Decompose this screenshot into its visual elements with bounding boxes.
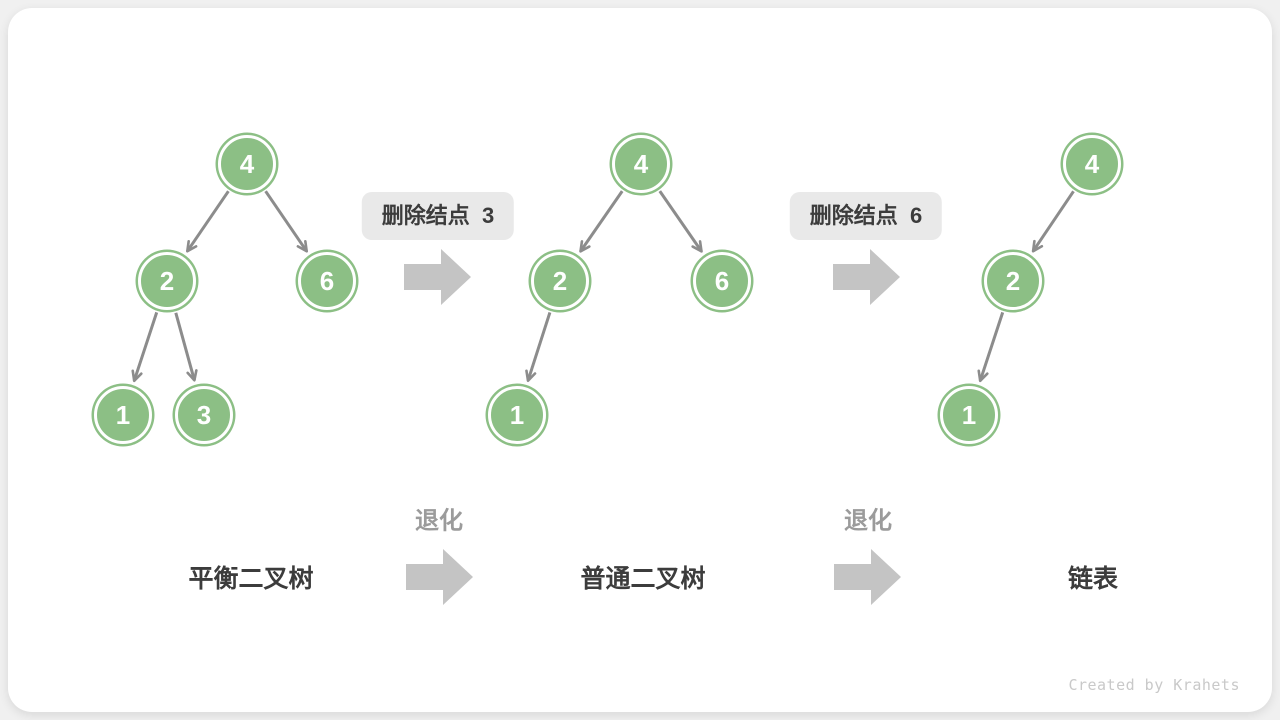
diagram-card — [8, 8, 1272, 712]
tree-node-balanced-binary-tree-1: 1 — [94, 386, 152, 444]
tree-node-linked-list-4: 4 — [1063, 135, 1121, 193]
tree-node-ordinary-binary-tree-6: 6 — [693, 252, 751, 310]
watermark: Created by Krahets — [1068, 676, 1240, 694]
tree-node-linked-list-1: 1 — [940, 386, 998, 444]
tree-node-ordinary-binary-tree-2: 2 — [531, 252, 589, 310]
delete-node-6-label: 删除结点 6 — [789, 192, 943, 240]
tree-node-ordinary-binary-tree-4: 4 — [612, 135, 670, 193]
tree-type-label-linked-list: 链表 — [1067, 565, 1119, 593]
tree-node-balanced-binary-tree-6: 6 — [298, 252, 356, 310]
degrade-label-1: 退化 — [415, 507, 463, 535]
degrade-label-2: 退化 — [844, 507, 892, 535]
tree-type-label-ordinary: 普通二叉树 — [580, 565, 706, 593]
tree-type-label-balanced: 平衡二叉树 — [188, 565, 314, 593]
tree-node-ordinary-binary-tree-1: 1 — [488, 386, 546, 444]
tree-node-balanced-binary-tree-3: 3 — [175, 386, 233, 444]
tree-node-linked-list-2: 2 — [984, 252, 1042, 310]
tree-node-balanced-binary-tree-2: 2 — [138, 252, 196, 310]
delete-node-3-label: 删除结点 3 — [361, 192, 515, 240]
tree-node-balanced-binary-tree-4: 4 — [218, 135, 276, 193]
